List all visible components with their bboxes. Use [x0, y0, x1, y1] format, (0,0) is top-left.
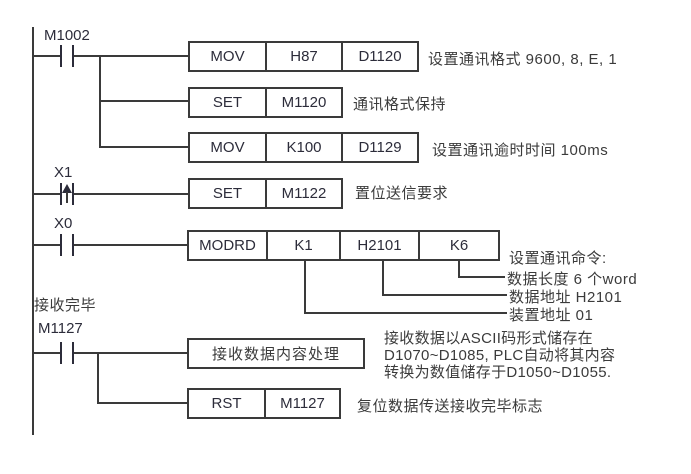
- contact-label-m1127: M1127: [38, 320, 83, 337]
- operand-cell: K1: [266, 232, 339, 259]
- comment-ascii-block: 接收数据以ASCII码形式储存在 D1070~D1085, PLC自动将其内容 …: [384, 330, 615, 381]
- op-cell: RST: [211, 395, 242, 412]
- comment-cmd-addr: 数据地址 H2101: [509, 289, 623, 306]
- contact-m1127: [60, 342, 62, 364]
- operand-cell: M1122: [265, 180, 341, 207]
- contact-x0: [60, 234, 62, 256]
- wire: [97, 402, 187, 404]
- instruction-box-mov1: MOV H87 D1120: [188, 41, 419, 72]
- wire: [74, 244, 187, 246]
- comment-format: 设置通讯格式 9600, 8, E, 1: [428, 51, 618, 68]
- instruction-box-modrd: MODRD K1 H2101 K6: [187, 230, 500, 261]
- contact-label-m1002: M1002: [44, 27, 90, 44]
- comment-cmd-len: 数据长度 6 个word: [507, 271, 638, 288]
- instruction-box-rst: RST M1127: [187, 388, 341, 419]
- op-cell: SET: [212, 94, 243, 111]
- pointer-line-k6: [458, 276, 505, 278]
- pointer-line-h2101: [382, 261, 384, 296]
- contact-label-x1: X1: [54, 164, 73, 181]
- comment-cmd-dev: 装置地址 01: [509, 307, 594, 324]
- pointer-line-k6: [458, 261, 460, 278]
- comment-cmd-title: 设置通讯命令:: [509, 250, 607, 267]
- wire: [74, 193, 188, 195]
- comment-reset: 复位数据传送接收完毕标志: [357, 398, 544, 415]
- wire: [99, 100, 188, 102]
- instruction-box-process: 接收数据内容处理: [187, 338, 365, 369]
- wire: [34, 352, 61, 354]
- contact-x1: [60, 183, 62, 205]
- comment-ascii-line2: D1070~D1085, PLC自动将其内容: [384, 347, 616, 364]
- operand-cell: M1120: [265, 89, 341, 116]
- rising-edge-arrow-icon: [66, 192, 68, 203]
- operand-cell: D1120: [341, 43, 417, 70]
- comment-ascii-line3: 转换为数值储存于D1050~D1055.: [384, 364, 612, 381]
- contact-x0: [72, 234, 74, 256]
- rising-edge-arrow-icon: [62, 184, 72, 193]
- op-cell: MOV: [210, 48, 245, 65]
- comment-timeout: 设置通讯逾时时间 100ms: [432, 142, 609, 159]
- wire: [34, 55, 61, 57]
- instruction-box-mov2: MOV K100 D1129: [188, 132, 419, 163]
- contact-label-x0: X0: [54, 215, 73, 232]
- op-cell: MODRD: [199, 237, 256, 254]
- operand-cell: K6: [418, 232, 498, 259]
- operand-cell: H2101: [339, 232, 418, 259]
- operand-cell: H87: [265, 43, 341, 70]
- wire: [34, 193, 61, 195]
- contact-m1002: [72, 45, 74, 67]
- wire: [74, 352, 187, 354]
- op-cell: SET: [212, 185, 243, 202]
- operand-cell: K100: [265, 134, 341, 161]
- op-cell: MOV: [210, 139, 245, 156]
- instruction-box-set1: SET M1120: [188, 87, 343, 118]
- comment-ascii-line1: 接收数据以ASCII码形式储存在: [384, 330, 593, 347]
- wire: [34, 244, 61, 246]
- contact-m1127: [72, 342, 74, 364]
- label-receive-done: 接收完毕: [34, 297, 97, 314]
- wire: [74, 55, 188, 57]
- comment-keep: 通讯格式保持: [353, 96, 447, 113]
- branch-wire: [97, 352, 99, 404]
- op-cell: 接收数据内容处理: [211, 346, 340, 363]
- power-rail: [32, 27, 34, 435]
- pointer-line-k1: [304, 312, 507, 314]
- pointer-line-k1: [304, 261, 306, 314]
- operand-cell: D1129: [341, 134, 417, 161]
- operand-cell: M1127: [264, 390, 339, 417]
- wire: [99, 146, 188, 148]
- pointer-line-h2101: [382, 294, 507, 296]
- comment-send-request: 置位送信要求: [355, 185, 449, 202]
- instruction-box-set2: SET M1122: [188, 178, 343, 209]
- contact-x1: [72, 183, 74, 205]
- contact-m1002: [60, 45, 62, 67]
